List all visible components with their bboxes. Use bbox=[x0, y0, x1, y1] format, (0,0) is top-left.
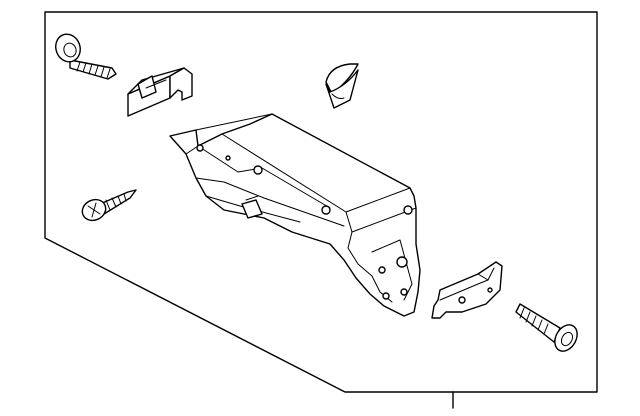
hinge-bracket bbox=[431, 261, 503, 319]
tapping-screw-left bbox=[81, 189, 137, 222]
panel-bolt-lower-right bbox=[515, 303, 578, 352]
retainer-clip bbox=[127, 67, 193, 117]
panel-bolt-upper-left bbox=[55, 33, 117, 80]
glove-box-housing bbox=[169, 113, 421, 317]
panel-outline bbox=[44, 11, 598, 393]
cap-plug bbox=[325, 63, 359, 109]
